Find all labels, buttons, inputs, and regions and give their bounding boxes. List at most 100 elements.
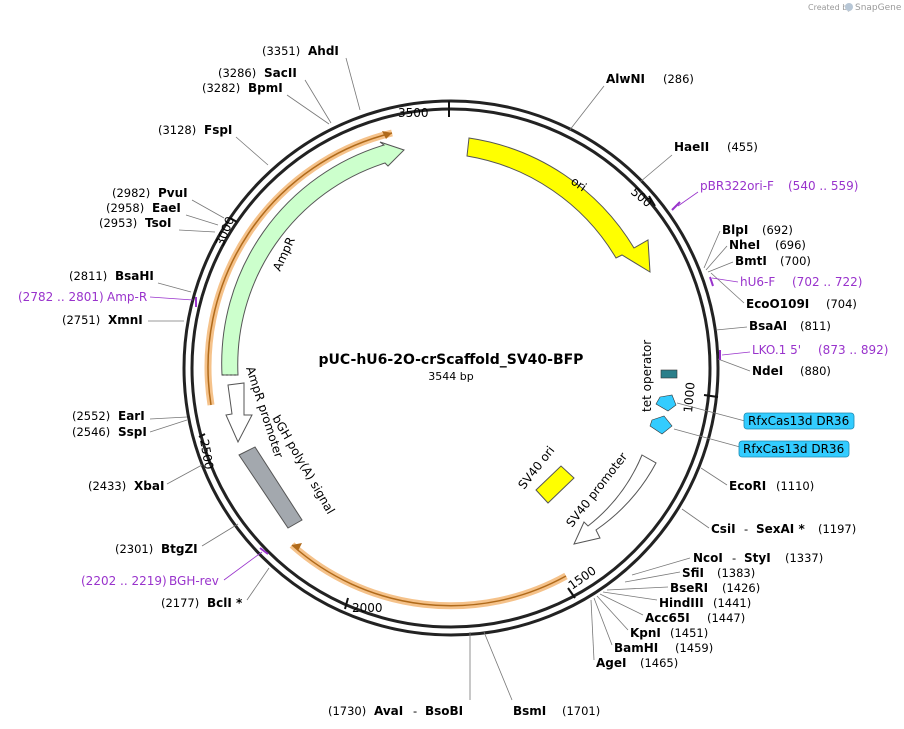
- tick-2000: [344, 597, 349, 610]
- site-acc65i: Acc65I (1447): [599, 593, 745, 625]
- backbone-inner-ring: [190, 107, 712, 629]
- highlight-arc-left-core: [207, 132, 393, 406]
- svg-text:BamHI: BamHI: [614, 641, 658, 655]
- svg-text:(1197): (1197): [818, 522, 856, 536]
- svg-text:StyI: StyI: [744, 551, 771, 565]
- site-ndei: NdeI (880): [717, 358, 831, 378]
- svg-text:hU6-F: hU6-F: [740, 275, 775, 289]
- svg-text:(2433): (2433): [88, 479, 126, 493]
- site-sacii: (3286) SacII: [218, 66, 332, 124]
- site-bsaai: BsaAI (811): [715, 319, 831, 333]
- tick-label-3000: 3000: [213, 215, 237, 249]
- site-bmti: BmtI (700): [707, 254, 811, 273]
- svg-text:EaeI: EaeI: [152, 201, 181, 215]
- svg-text:BseRI: BseRI: [670, 581, 708, 595]
- svg-text:(1447): (1447): [707, 611, 745, 625]
- svg-text:PvuI: PvuI: [158, 186, 188, 200]
- svg-text:(1701): (1701): [562, 704, 600, 718]
- primer-hu6-f: hU6-F (702 .. 722): [709, 275, 862, 289]
- site-ecori: EcoRI (1110): [700, 467, 814, 493]
- svg-text:(1730): (1730): [328, 704, 366, 718]
- tick-2500: [198, 433, 206, 438]
- svg-text:(286): (286): [663, 72, 694, 86]
- svg-text:(2177): (2177): [161, 596, 199, 610]
- svg-text:(540 .. 559): (540 .. 559): [788, 179, 858, 193]
- site-fspi: (3128) FspI: [158, 123, 269, 166]
- svg-text:(1451): (1451): [670, 626, 708, 640]
- dr36-tag-2: [738, 440, 850, 458]
- site-haeii: HaeII (455): [639, 140, 758, 183]
- site-sspi: (2546) SspI: [72, 419, 188, 439]
- svg-text:(696): (696): [775, 238, 806, 252]
- svg-text:(2546): (2546): [72, 425, 110, 439]
- svg-text:TsoI: TsoI: [145, 216, 171, 230]
- svg-text:HindIII: HindIII: [659, 596, 704, 610]
- svg-text:(455): (455): [727, 140, 758, 154]
- plasmid-size: 3544 bp: [428, 370, 473, 383]
- site-pvui: (2982) PvuI: [112, 186, 225, 219]
- svg-text:(704): (704): [826, 297, 857, 311]
- ampr-promoter-label: AmpR promoter: [243, 365, 286, 460]
- site-eari: (2552) EarI: [72, 409, 188, 423]
- tick-label-3500: 3500: [398, 106, 429, 120]
- svg-text:(1426): (1426): [722, 581, 760, 595]
- svg-text:Amp-R: Amp-R: [107, 290, 147, 304]
- site-blpi: BlpI (692): [703, 223, 793, 269]
- svg-text:(2301): (2301): [115, 542, 153, 556]
- site-ncoi-styi: NcoI - StyI (1337): [631, 551, 823, 576]
- svg-text:(880): (880): [800, 364, 831, 378]
- svg-text:(2751): (2751): [62, 313, 100, 327]
- svg-text:(873 .. 892): (873 .. 892): [818, 343, 888, 357]
- dr36-tag-1: [743, 412, 855, 430]
- snapgene-brand-label: SnapGene: [855, 3, 902, 13]
- svg-text:LKO.1 5': LKO.1 5': [752, 343, 801, 357]
- svg-text:NcoI: NcoI: [693, 551, 723, 565]
- svg-text:BclI *: BclI *: [207, 596, 243, 610]
- site-hindiii: HindIII (1441): [602, 591, 751, 610]
- highlight-arc-left-head: [382, 131, 392, 139]
- svg-text:Acc65I: Acc65I: [645, 611, 690, 625]
- svg-text:SspI: SspI: [118, 425, 147, 439]
- svg-text:(702 .. 722): (702 .. 722): [792, 275, 862, 289]
- svg-text:(1383): (1383): [717, 566, 755, 580]
- tet-operator-feature: [660, 369, 678, 379]
- svg-text:SfiI: SfiI: [682, 566, 704, 580]
- svg-text:BsaHI: BsaHI: [115, 269, 154, 283]
- ampr-feature: [221, 141, 405, 376]
- svg-text:(2552): (2552): [72, 409, 110, 423]
- svg-text:CsiI: CsiI: [711, 522, 736, 536]
- svg-text:(1459): (1459): [675, 641, 713, 655]
- tick-3000: [229, 217, 238, 223]
- ampr-promoter-feature: [225, 382, 253, 444]
- primer-lko1-5: LKO.1 5' (873 .. 892): [719, 343, 888, 360]
- svg-text:(2811): (2811): [69, 269, 107, 283]
- dr36-arrow-1: [655, 394, 677, 412]
- svg-text:(1110): (1110): [776, 479, 814, 493]
- site-ecoo109i: EcoO109I (704): [710, 272, 857, 311]
- svg-text:BmtI: BmtI: [735, 254, 767, 268]
- svg-text:(2958): (2958): [106, 201, 144, 215]
- dr36-label-2: RfxCas13d DR36: [743, 442, 844, 456]
- tick-label-2000: 2000: [352, 601, 383, 615]
- svg-text:NheI: NheI: [729, 238, 760, 252]
- bgh-feature: [238, 446, 303, 529]
- site-kpni: KpnI (1451): [596, 595, 708, 640]
- svg-text:(2202 .. 2219): (2202 .. 2219): [81, 574, 167, 588]
- svg-text:-: -: [413, 704, 417, 718]
- svg-text:EarI: EarI: [118, 409, 145, 423]
- site-nhei: NheI (696): [705, 238, 806, 271]
- tick-1000: [703, 394, 719, 398]
- svg-text:AhdI: AhdI: [308, 44, 339, 58]
- primer-bgh-rev: (2202 .. 2219) BGH-rev: [81, 547, 269, 588]
- site-bseri: BseRI (1426): [606, 581, 760, 595]
- site-ahdi: (3351) AhdI: [262, 44, 361, 111]
- plasmid-name: pUC-hU6-2O-crScaffold_SV40-BFP: [319, 352, 584, 368]
- svg-text:EcoO109I: EcoO109I: [746, 297, 809, 311]
- sv40-promoter-label: SV40 promoter: [563, 450, 630, 530]
- highlight-arc-bottom-head: [292, 543, 302, 551]
- svg-text:AvaI: AvaI: [374, 704, 403, 718]
- svg-text:(3286): (3286): [218, 66, 256, 80]
- svg-text:BsaAI: BsaAI: [749, 319, 787, 333]
- svg-text:-: -: [744, 522, 748, 536]
